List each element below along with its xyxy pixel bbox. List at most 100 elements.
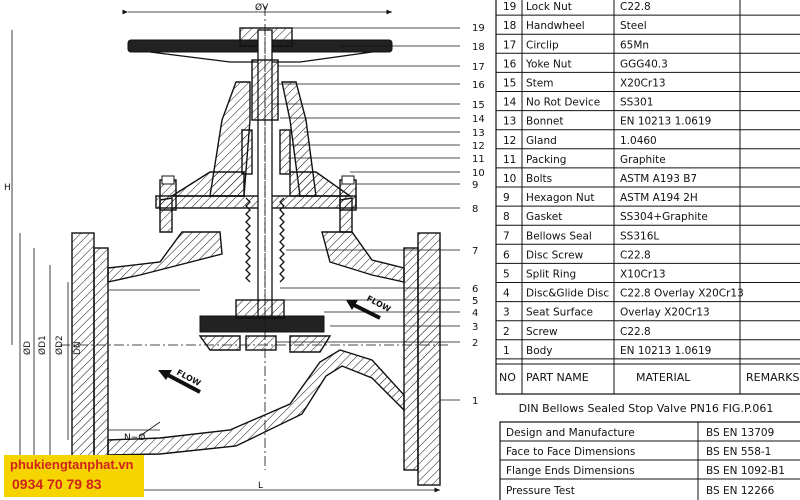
std-value: BS EN 13709	[706, 427, 774, 439]
row-part-name: Bonnet	[526, 116, 564, 128]
header-part-name: PART NAME	[526, 371, 589, 384]
row-material: 65Mn	[620, 39, 649, 51]
row-material: X10Cr13	[620, 269, 666, 281]
dim-d1: ØD1	[37, 335, 48, 355]
row-part-name: Seat Surface	[526, 307, 593, 319]
row-no: 19	[503, 1, 516, 13]
row-no: 13	[503, 116, 516, 128]
header-material: MATERIAL	[636, 371, 691, 384]
row-material: Steel	[620, 20, 647, 32]
row-no: 5	[503, 269, 510, 281]
row-part-name: Hexagon Nut	[526, 192, 595, 204]
row-no: 17	[503, 39, 516, 51]
leader-lines	[272, 27, 460, 401]
row-no: 18	[503, 20, 516, 32]
row-no: 9	[503, 192, 510, 204]
row-material: C22.8	[620, 1, 651, 13]
dim-dn: DN	[73, 341, 83, 355]
watermark-site: phukiengtanphat.vn	[10, 457, 134, 472]
callout-number: 7	[472, 246, 478, 257]
row-material: C22.8 Overlay X20Cr13	[620, 288, 744, 300]
bellows	[245, 197, 285, 283]
row-material: EN 10213 1.0619	[620, 116, 711, 128]
row-material: X20Cr13	[620, 78, 666, 90]
row-part-name: Packing	[526, 154, 566, 166]
callout-number: 8	[472, 204, 478, 215]
row-material: EN 10213 1.0619	[620, 345, 711, 357]
callout-number: 16	[472, 80, 485, 91]
row-part-name: Handwheel	[526, 20, 585, 32]
row-no: 10	[503, 173, 516, 185]
row-part-name: No Rot Device	[526, 97, 600, 109]
row-material: SS304+Graphite	[620, 211, 708, 223]
callout-number: 12	[472, 141, 485, 152]
dim-d2: ØD2	[54, 335, 65, 355]
row-no: 12	[503, 135, 516, 147]
watermark-badge: phukiengtanphat.vn 0934 70 79 83	[4, 455, 144, 497]
dim-d: ØD	[22, 341, 33, 355]
row-no: 7	[503, 230, 510, 242]
callout-number: 10	[472, 168, 485, 179]
std-value: BS EN 12266	[706, 485, 775, 497]
row-part-name: Disc&Glide Disc	[526, 288, 609, 300]
row-material: ASTM A194 2H	[620, 192, 698, 204]
row-part-name: Gland	[526, 135, 557, 147]
std-item: Face to Face Dimensions	[506, 446, 635, 458]
row-material: Overlay X20Cr13	[620, 307, 710, 319]
flow-arrow-upper: FLOW	[346, 294, 392, 320]
callout-number: 13	[472, 128, 485, 139]
disc	[199, 299, 325, 351]
row-part-name: Gasket	[526, 211, 562, 223]
row-material: Graphite	[620, 154, 666, 166]
callout-number: 1	[472, 396, 478, 407]
row-part-name: Bolts	[526, 173, 552, 185]
row-part-name: Body	[526, 345, 553, 357]
row-material: C22.8	[620, 326, 651, 338]
row-no: 15	[503, 78, 516, 90]
dim-h: H	[4, 183, 11, 193]
callout-number: 9	[472, 180, 478, 191]
bonnet	[169, 81, 353, 197]
std-item: Design and Manufacture	[506, 427, 635, 439]
callout-number: 6	[472, 284, 478, 295]
std-value: BS EN 558-1	[706, 446, 771, 458]
drawing-title: DIN Bellows Sealed Stop Valve PN16 FIG.P…	[519, 402, 774, 415]
row-no: 1	[503, 345, 510, 357]
dim-v: ØV	[255, 2, 269, 13]
row-part-name: Circlip	[526, 39, 559, 51]
std-value: BS EN 1092-B1	[706, 465, 785, 477]
callout-number: 17	[472, 62, 485, 73]
callout-number: 2	[472, 338, 478, 349]
row-part-name: Yoke Nut	[525, 58, 572, 70]
callout-number: 19	[472, 23, 485, 34]
callout-number: 3	[472, 322, 478, 333]
row-part-name: Stem	[526, 78, 553, 90]
callout-number: 11	[472, 154, 485, 165]
callout-number: 5	[472, 296, 478, 307]
std-item: Flange Ends Dimensions	[506, 465, 635, 477]
row-part-name: Lock Nut	[526, 1, 572, 13]
flow-arrow-lower: FLOW	[158, 368, 202, 394]
row-no: 2	[503, 326, 510, 338]
row-part-name: Disc Screw	[526, 249, 584, 261]
row-material: 1.0460	[620, 135, 657, 147]
callout-number: 15	[472, 100, 485, 111]
row-no: 6	[503, 249, 510, 261]
row-no: 3	[503, 307, 510, 319]
dim-bolts: N−Ø	[124, 432, 145, 443]
row-part-name: Bellows Seal	[526, 230, 592, 242]
row-part-name: Screw	[526, 326, 558, 338]
row-no: 14	[503, 97, 517, 109]
row-material: SS316L	[620, 230, 659, 242]
valve-body-section	[71, 195, 441, 486]
row-material: SS301	[620, 97, 653, 109]
header-no: NO	[499, 371, 516, 384]
row-no: 16	[503, 58, 517, 70]
row-no: 8	[503, 211, 510, 223]
row-no: 4	[503, 288, 510, 300]
row-part-name: Split Ring	[526, 269, 576, 281]
callout-number: 18	[472, 42, 485, 53]
